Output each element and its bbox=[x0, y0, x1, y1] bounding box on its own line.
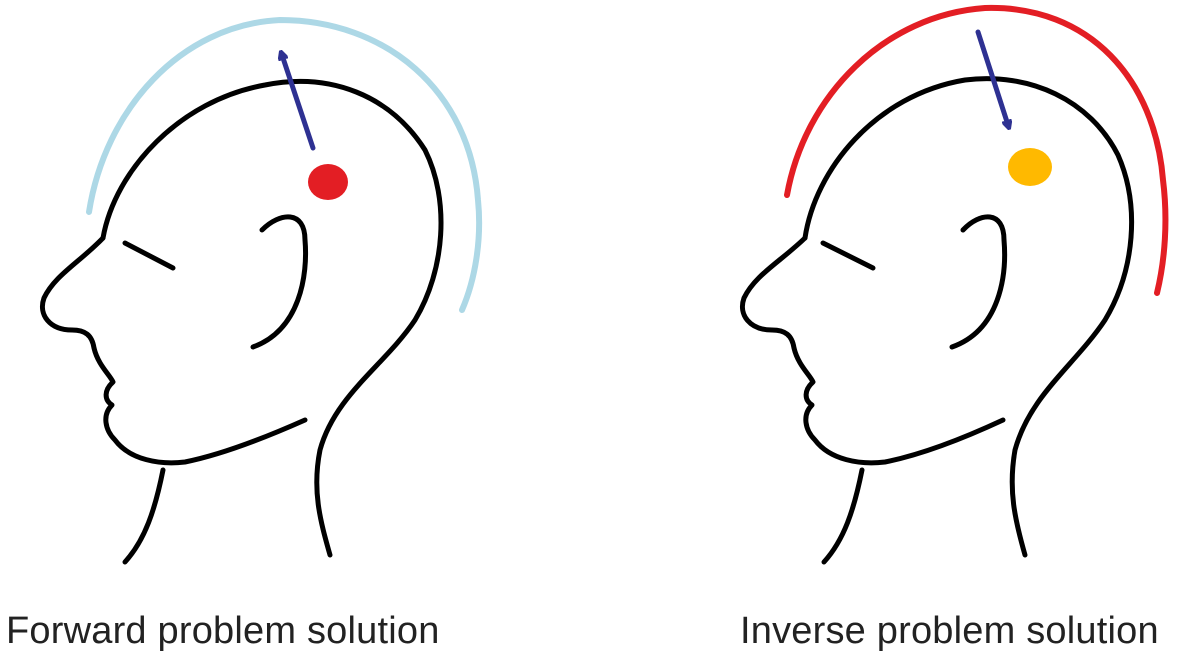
caption-inverse: Inverse problem solution bbox=[740, 610, 1159, 652]
head-outline bbox=[100, 79, 444, 558]
source-dot bbox=[1008, 148, 1052, 186]
caption-forward: Forward problem solution bbox=[6, 610, 440, 652]
ear-icon bbox=[949, 214, 1008, 350]
sensor-arc bbox=[86, 16, 483, 313]
neck-front bbox=[122, 467, 166, 565]
source-dot bbox=[308, 164, 348, 200]
eye-icon bbox=[820, 240, 876, 271]
dipole-arrow bbox=[282, 55, 316, 151]
eye-icon bbox=[122, 240, 176, 271]
sensor-arc bbox=[784, 4, 1169, 296]
inverse-head-diagram bbox=[740, 4, 1169, 565]
forward-head-diagram bbox=[40, 16, 483, 565]
neck-front bbox=[821, 467, 865, 565]
head-outline bbox=[802, 76, 1135, 558]
ear-icon bbox=[250, 214, 309, 350]
forward-problem-panel: Forward problem solution bbox=[0, 0, 590, 670]
inverse-problem-panel: Inverse problem solution bbox=[590, 0, 1180, 670]
face-profile bbox=[740, 235, 1006, 466]
face-profile bbox=[40, 235, 308, 466]
dipole-arrow bbox=[975, 29, 1008, 125]
